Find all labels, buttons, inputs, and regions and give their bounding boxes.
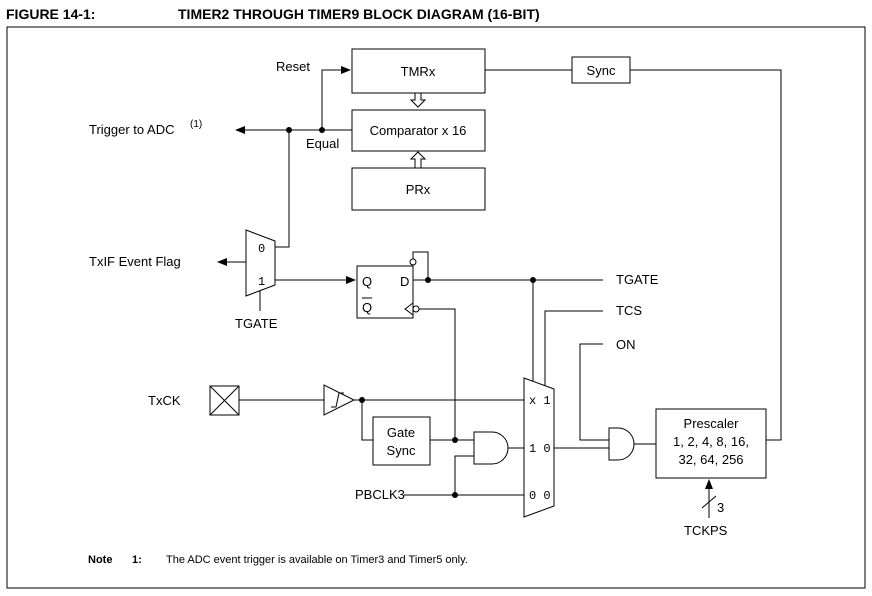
ff-set-bubble (409, 258, 417, 266)
prx-label: PRx (406, 182, 431, 197)
tgate-junction-d (425, 277, 431, 283)
trigger-adc-label: Trigger to ADC (89, 122, 175, 137)
footnote: Note 1: The ADC event trigger is availab… (88, 554, 468, 566)
tmrx-to-comparator-bus (409, 93, 427, 108)
comparator-block: Comparator x 16 (351, 109, 486, 152)
reset-label: Reset (276, 59, 310, 74)
prx-to-comparator-bus (409, 151, 427, 168)
ff-clock-line (419, 308, 456, 440)
reset-line (321, 66, 351, 130)
mux-input-0-label: 0 (258, 242, 265, 256)
prescaler-title: Prescaler (684, 416, 740, 431)
sync-block: Sync (571, 56, 631, 84)
ff-d-label: D (400, 274, 409, 289)
prescaler-block: Prescaler 1, 2, 4, 8, 16, 32, 64, 256 (655, 408, 767, 479)
txck-pin (209, 385, 240, 416)
note-text: The ADC event trigger is available on Ti… (166, 554, 468, 566)
note-label: Note (88, 554, 112, 566)
gate-sync-label-1: Gate (387, 425, 415, 440)
event-flag-mux: 0 1 (245, 229, 276, 297)
on-label: ON (616, 337, 636, 352)
on-line (579, 343, 609, 441)
gate-sync-block: Gate Sync (372, 416, 431, 466)
sync-to-prescaler-line (630, 69, 782, 441)
equal-label: Equal (306, 136, 339, 151)
txck-label: TxCK (148, 393, 181, 408)
equal-to-mux-line (275, 130, 290, 248)
tcs-line (544, 310, 603, 388)
sync-label: Sync (587, 63, 616, 78)
ff-clock-bubble (412, 305, 420, 313)
prescaler-ratios-1: 1, 2, 4, 8, 16, (673, 434, 749, 449)
tmrx-block: TMRx (351, 48, 486, 94)
trigger-adc-note-ref: (1) (190, 119, 202, 130)
on-and-gate (608, 427, 635, 461)
mux-00-label: 0 0 (529, 489, 551, 503)
gate-sync-label-2: Sync (387, 443, 416, 458)
tgate-mux-label: TGATE (235, 316, 278, 331)
clock-source-mux: x 1 1 0 0 0 (523, 377, 555, 518)
figure-number: FIGURE 14-1: (6, 6, 95, 22)
pbclk-junction (452, 492, 458, 498)
txif-label: TxIF Event Flag (89, 254, 181, 269)
mux-x1-label: x 1 (529, 394, 551, 408)
pbclk-to-and-line (454, 455, 474, 495)
figure-title: TIMER2 THROUGH TIMER9 BLOCK DIAGRAM (16-… (178, 6, 540, 22)
tckps-label: TCKPS (684, 523, 728, 538)
tgate-label: TGATE (616, 272, 659, 287)
ff-clock-triangle (404, 302, 414, 316)
tckps-width-label: 3 (717, 500, 724, 515)
comparator-label: Comparator x 16 (370, 123, 467, 138)
gate-flip-flop: Q Q D (356, 258, 420, 319)
schmitt-trigger-buffer (323, 384, 356, 416)
ff-qbar-label: Q (362, 300, 372, 315)
tckps-bus-slash (701, 495, 717, 509)
diagram-frame (6, 26, 866, 589)
reset-junction (319, 127, 325, 133)
pbclk-label: PBCLK3 (355, 487, 405, 502)
txck-to-gate-sync-line (361, 400, 373, 441)
prescaler-ratios-2: 32, 64, 256 (678, 452, 743, 467)
ff-q-label: Q (362, 274, 372, 289)
mux-10-label: 1 0 (529, 442, 551, 456)
note-number: 1: (132, 554, 142, 566)
mux-input-1-label: 1 (258, 275, 265, 289)
ff-set-line (412, 251, 429, 280)
prx-block: PRx (351, 167, 486, 211)
tcs-label: TCS (616, 303, 642, 318)
gate-and-gate (473, 431, 509, 465)
tmrx-label: TMRx (401, 64, 436, 79)
